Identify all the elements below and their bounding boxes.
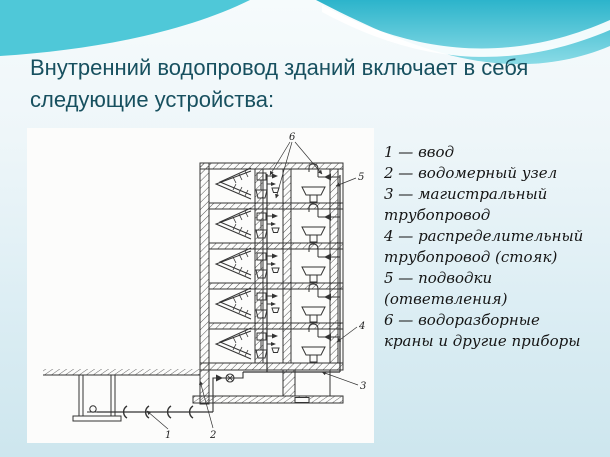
water-meter-unit (212, 372, 244, 412)
callout-2: 2 (209, 430, 216, 441)
page-title: Внутренний водопровод зданий включает в … (30, 55, 529, 112)
building-cross-section-diagram: 6 5 4 3 2 1 (43, 132, 366, 441)
callout-1: 1 (165, 430, 171, 441)
wave-left-shape (0, 0, 250, 56)
diagram-panel: 6 5 4 3 2 1 (27, 128, 374, 443)
callout-6: 6 (289, 132, 296, 143)
header-wave-decoration (0, 0, 610, 65)
callout-numbers: 6 5 4 3 2 1 (165, 132, 366, 441)
callout-3: 3 (360, 381, 366, 392)
callout-5: 5 (358, 172, 364, 183)
legend: 1 — ввод 2 — водомерный узел 3 — магистр… (384, 142, 589, 352)
legend-item-branch: 5 — подводки (ответвления) (384, 269, 508, 308)
building-structure (192, 162, 344, 405)
legend-item-riser: 4 — распределительный трубопровод (стояк… (384, 227, 584, 266)
legend-item-main: 3 — магистральный трубопровод (384, 185, 548, 224)
street-well (43, 369, 200, 422)
callout-4: 4 (358, 321, 365, 332)
service-inlet-pipe (97, 405, 213, 419)
legend-item-meter: 2 — водомерный узел (384, 164, 558, 182)
storey-fixtures (215, 163, 341, 363)
legend-item-taps: 6 — водоразборные краны и другие приборы (384, 311, 581, 350)
legend-item-inlet: 1 — ввод (384, 143, 455, 161)
callout-leaders (146, 141, 359, 430)
wave-white-swoosh (322, 5, 610, 57)
